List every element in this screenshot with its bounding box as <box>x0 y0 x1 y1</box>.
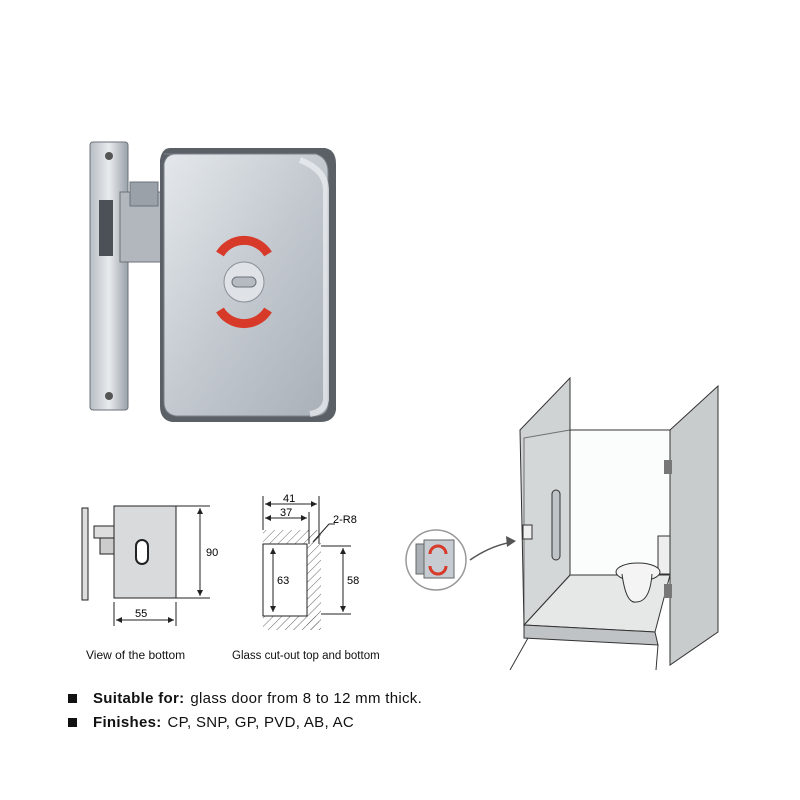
bottom-view-caption: View of the bottom <box>86 648 186 662</box>
dim-37: 37 <box>280 507 292 519</box>
spec-label: Suitable for: <box>93 690 185 707</box>
installation-illustration <box>405 376 719 670</box>
bullet-square-icon <box>68 694 77 703</box>
lock-product-image <box>89 141 336 422</box>
spec-row-suitable: Suitable for: glass door from 8 to 12 mm… <box>68 690 422 707</box>
glass-cutout-diagram: 41 37 2-R8 63 58 <box>262 493 359 630</box>
radius-label: 2-R8 <box>333 514 357 526</box>
spec-label: Finishes: <box>93 714 162 731</box>
bullet-square-icon <box>68 718 77 727</box>
dim-90: 90 <box>206 547 218 559</box>
cutout-caption: Glass cut-out top and bottom <box>232 650 380 662</box>
arrow-icon <box>469 541 513 561</box>
dim-58: 58 <box>347 575 359 587</box>
dim-41: 41 <box>283 493 295 505</box>
spec-value: CP, SNP, GP, PVD, AB, AC <box>167 714 355 731</box>
spec-row-finishes: Finishes: CP, SNP, GP, PVD, AB, AC <box>68 714 354 731</box>
dim-63: 63 <box>277 575 289 587</box>
dim-55: 55 <box>135 608 147 620</box>
spec-value: glass door from 8 to 12 mm thick. <box>190 690 423 707</box>
bottom-view-diagram: 90 55 <box>81 505 218 626</box>
